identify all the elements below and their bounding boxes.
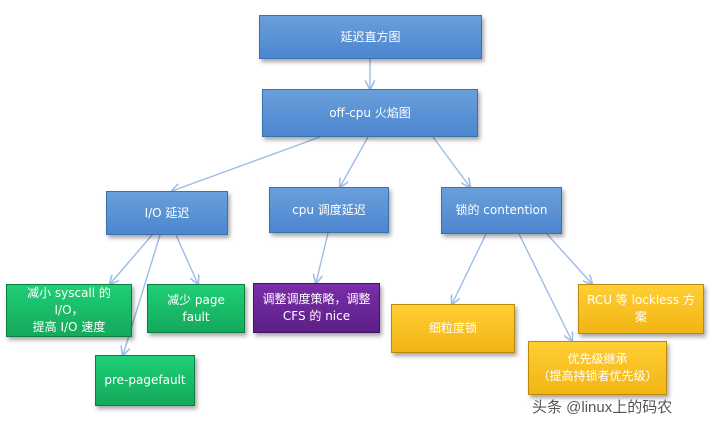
- node-offcpu-flamegraph-label: off-cpu 火焰图: [329, 105, 411, 120]
- node-priority-inherit-line2: （提高持锁者优先级）: [537, 369, 658, 383]
- node-lock-contention: 锁的 contention: [441, 187, 562, 234]
- node-latency-histogram-label: 延迟直方图: [340, 29, 401, 44]
- edge-lock-to-rcu: [546, 233, 592, 284]
- node-adjust-sched-line2: CFS 的 nice: [282, 309, 351, 323]
- node-pre-pagefault-label: pre-pagefault: [104, 373, 186, 387]
- node-offcpu-flamegraph: off-cpu 火焰图: [262, 89, 478, 137]
- edge-cpu-to-adjust: [316, 232, 329, 283]
- edge-io-to-pagefault: [175, 234, 198, 284]
- node-latency-histogram: 延迟直方图: [259, 15, 482, 59]
- node-lock-contention-label: 锁的 contention: [455, 203, 548, 217]
- edge-lock-to-finegrained: [452, 233, 487, 304]
- node-reduce-syscall: 减小 syscall 的 I/O， 提高 I/O 速度: [6, 284, 132, 337]
- node-io-latency-label: I/O 延迟: [144, 205, 190, 220]
- node-reduce-pagefault-line1: 减少 page: [167, 292, 225, 307]
- edge-flamegraph-to-lock: [432, 136, 470, 187]
- node-rcu-lockless-line2: 案: [634, 310, 647, 324]
- edge-flamegraph-to-io: [172, 136, 321, 191]
- node-cpu-sched-latency-label: cpu 调度延迟: [292, 202, 366, 217]
- node-pre-pagefault: pre-pagefault: [95, 355, 195, 406]
- node-reduce-pagefault-line2: fault: [182, 309, 210, 324]
- node-reduce-syscall-line1: 减小 syscall 的 I/O，: [27, 286, 111, 317]
- edge-flamegraph-to-cpu: [340, 136, 369, 187]
- node-io-latency: I/O 延迟: [106, 191, 228, 235]
- node-rcu-lockless: RCU 等 lockless 方 案: [578, 284, 704, 334]
- node-fine-grained-lock-label: 细粒度锁: [428, 321, 477, 335]
- edge-lock-to-priority: [518, 233, 572, 341]
- edge-io-to-syscall: [110, 234, 153, 284]
- node-fine-grained-lock: 细粒度锁: [391, 304, 515, 353]
- node-reduce-pagefault: 减少 page fault: [147, 284, 245, 333]
- node-adjust-sched: 调整调度策略，调整 CFS 的 nice: [253, 283, 380, 333]
- node-priority-inherit: 优先级继承 （提高持锁者优先级）: [528, 341, 667, 395]
- watermark: 头条 @linux上的码农: [532, 399, 673, 416]
- node-adjust-sched-line1: 调整调度策略，调整: [262, 292, 371, 306]
- node-rcu-lockless-line1: RCU 等 lockless 方: [587, 293, 695, 307]
- node-priority-inherit-line1: 优先级继承: [567, 352, 628, 366]
- node-cpu-sched-latency: cpu 调度延迟: [269, 187, 389, 233]
- node-reduce-syscall-line2: 提高 I/O 速度: [32, 320, 106, 334]
